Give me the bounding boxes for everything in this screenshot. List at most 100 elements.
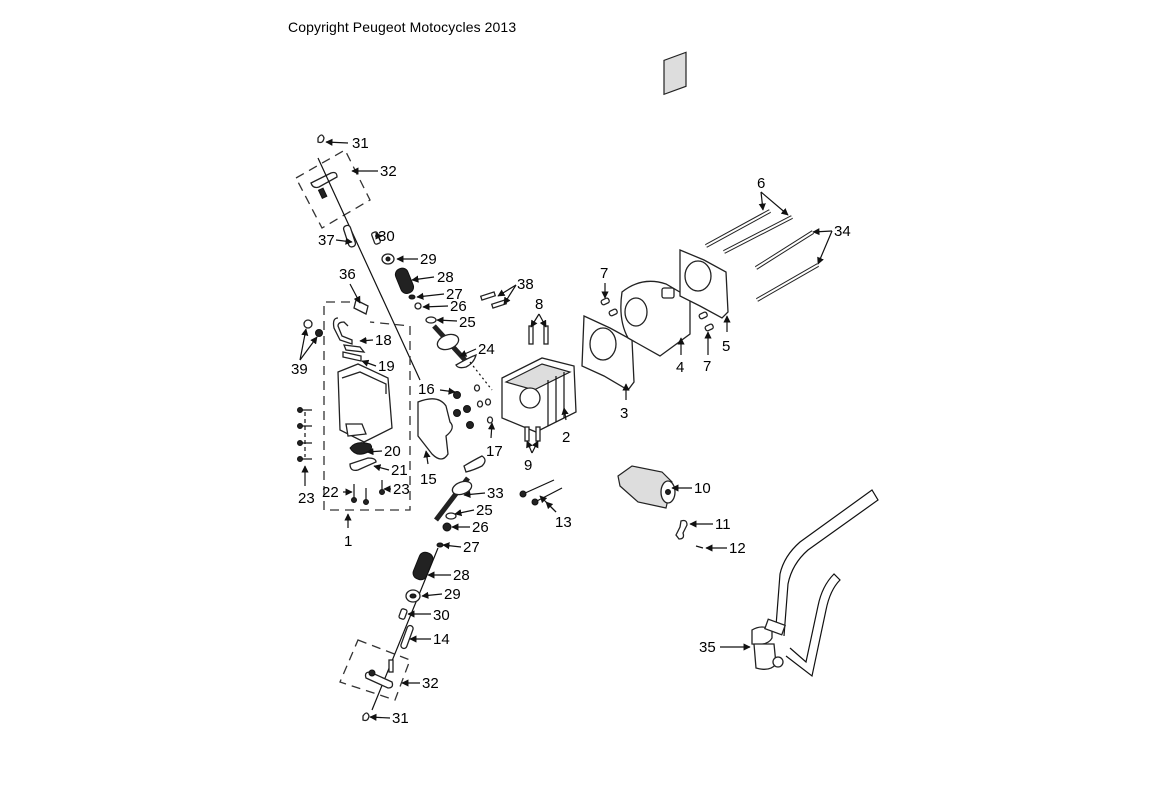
- callout-camshaft: 10: [694, 480, 711, 497]
- cylinder: [620, 51, 691, 357]
- callout-rocker-shaft: 14: [433, 631, 450, 648]
- bolts-13: [519, 479, 563, 506]
- air-injection-system: [751, 489, 879, 678]
- callout-intake-valve: 24: [478, 341, 495, 358]
- callout-plate: 21: [391, 462, 408, 479]
- callout-dowel-pin: 7: [703, 358, 711, 375]
- callout-spring-retainer: 29: [444, 586, 461, 603]
- cover-assembly-box: [323, 301, 411, 511]
- callout-spring-seat: 26: [450, 298, 467, 315]
- dowel-7a: [600, 297, 610, 306]
- callout-seal: 27: [463, 539, 480, 556]
- leader-line: [530, 313, 540, 328]
- leader-line: [454, 509, 475, 517]
- callout-gasket: 19: [378, 358, 395, 375]
- callout-labels: 1234567789101112131415161718192021222323…: [291, 135, 851, 727]
- callout-valve-spring: 28: [437, 269, 454, 286]
- leader-line: [369, 713, 391, 721]
- leader-line: [421, 591, 443, 599]
- cover-bolts: [297, 407, 312, 462]
- dowel-9b: [535, 426, 541, 442]
- callout-cotter: 30: [433, 607, 450, 624]
- nut-39a: [303, 319, 313, 329]
- callout-breather-pipe: 18: [375, 332, 392, 349]
- callout-nut: 39: [291, 361, 308, 378]
- callout-rocker-arm-assembly: 32: [422, 675, 439, 692]
- leader-line: [411, 275, 435, 283]
- dowel-7b: [608, 308, 618, 317]
- callout-cylinder-head-cover-assembly: 1: [344, 533, 352, 550]
- callout-screw: 12: [729, 540, 746, 557]
- dowel-7d: [704, 323, 714, 332]
- callout-rocker-shaft: 37: [318, 232, 335, 249]
- cylinder-head: [501, 357, 577, 433]
- leader-line: [487, 422, 496, 439]
- pins-38: [479, 291, 508, 309]
- callout-camshaft-retainer: 11: [715, 516, 731, 533]
- leader-line: [459, 348, 477, 357]
- leader-line: [442, 542, 462, 550]
- callout-bracket: 36: [339, 266, 356, 283]
- leader-line: [538, 313, 547, 328]
- callout-clip: 31: [352, 135, 369, 152]
- callout-spring-seat: 26: [472, 519, 489, 536]
- callout-dowel-pin: 7: [600, 265, 608, 282]
- cover-gasket: [417, 398, 453, 460]
- leader-line: [361, 359, 377, 367]
- callout-cylinder-base-gasket: 5: [722, 338, 730, 355]
- camshaft-retainer: [675, 519, 688, 540]
- callout-valve-seal: 25: [459, 314, 476, 331]
- leader-line: [366, 447, 383, 456]
- callout-cylinder-head-gasket: 3: [620, 405, 628, 422]
- leader-line: [335, 237, 353, 245]
- cylinder-head-cover: [337, 363, 393, 505]
- callout-rocker-arm-assembly: 32: [380, 163, 397, 180]
- leader-line: [436, 316, 458, 324]
- breather-parts: [332, 299, 369, 362]
- leader-line: [758, 191, 766, 211]
- callout-nut: 16: [418, 381, 435, 398]
- leader-line: [299, 328, 309, 361]
- leader-line: [817, 230, 833, 265]
- callout-washer: 17: [486, 443, 503, 460]
- upper-rocker-assembly: [295, 134, 437, 381]
- leader-line: [561, 407, 569, 421]
- callout-spring-retainer: 29: [420, 251, 437, 268]
- callout-air-injection-valve: 35: [699, 639, 716, 656]
- leader-line: [373, 464, 390, 472]
- callout-pin: 38: [517, 276, 534, 293]
- dowel-7c: [698, 311, 708, 320]
- leader-line: [422, 303, 449, 311]
- callout-bolt: 23: [393, 481, 410, 498]
- leader-line: [812, 228, 833, 236]
- copyright-text: Copyright Peugeot Motocycles 2013: [288, 19, 517, 35]
- leader-line: [503, 284, 517, 305]
- callout-dowel-pin: 9: [524, 457, 532, 474]
- intake-valve: [432, 324, 493, 391]
- head-gasket-bore: [589, 327, 617, 361]
- stud-8a: [528, 325, 534, 345]
- callout-exhaust-valve: 33: [487, 485, 504, 502]
- callout-screw: 22: [322, 484, 339, 501]
- screw-12: [695, 545, 704, 549]
- callout-stud: 6: [757, 175, 765, 192]
- leader-line: [526, 440, 533, 454]
- callout-cylinder-head: 2: [562, 429, 570, 446]
- leader-line: [423, 450, 431, 465]
- base-gasket-bore: [684, 260, 712, 292]
- callout-plug: 20: [384, 443, 401, 460]
- callout-cotter: 30: [378, 228, 395, 245]
- camshaft: [617, 465, 676, 509]
- nuts-and-washers: [453, 384, 494, 429]
- lower-valve-train: [339, 455, 486, 722]
- callout-stud: 8: [535, 296, 543, 313]
- long-studs: [705, 209, 819, 302]
- leader-line: [545, 501, 557, 513]
- leader-line: [299, 336, 318, 361]
- leader-line: [359, 336, 374, 345]
- nut-39b: [315, 329, 323, 337]
- callout-stud: 34: [834, 223, 851, 240]
- callout-valve-spring: 28: [453, 567, 470, 584]
- callout-cylinder: 4: [676, 359, 684, 376]
